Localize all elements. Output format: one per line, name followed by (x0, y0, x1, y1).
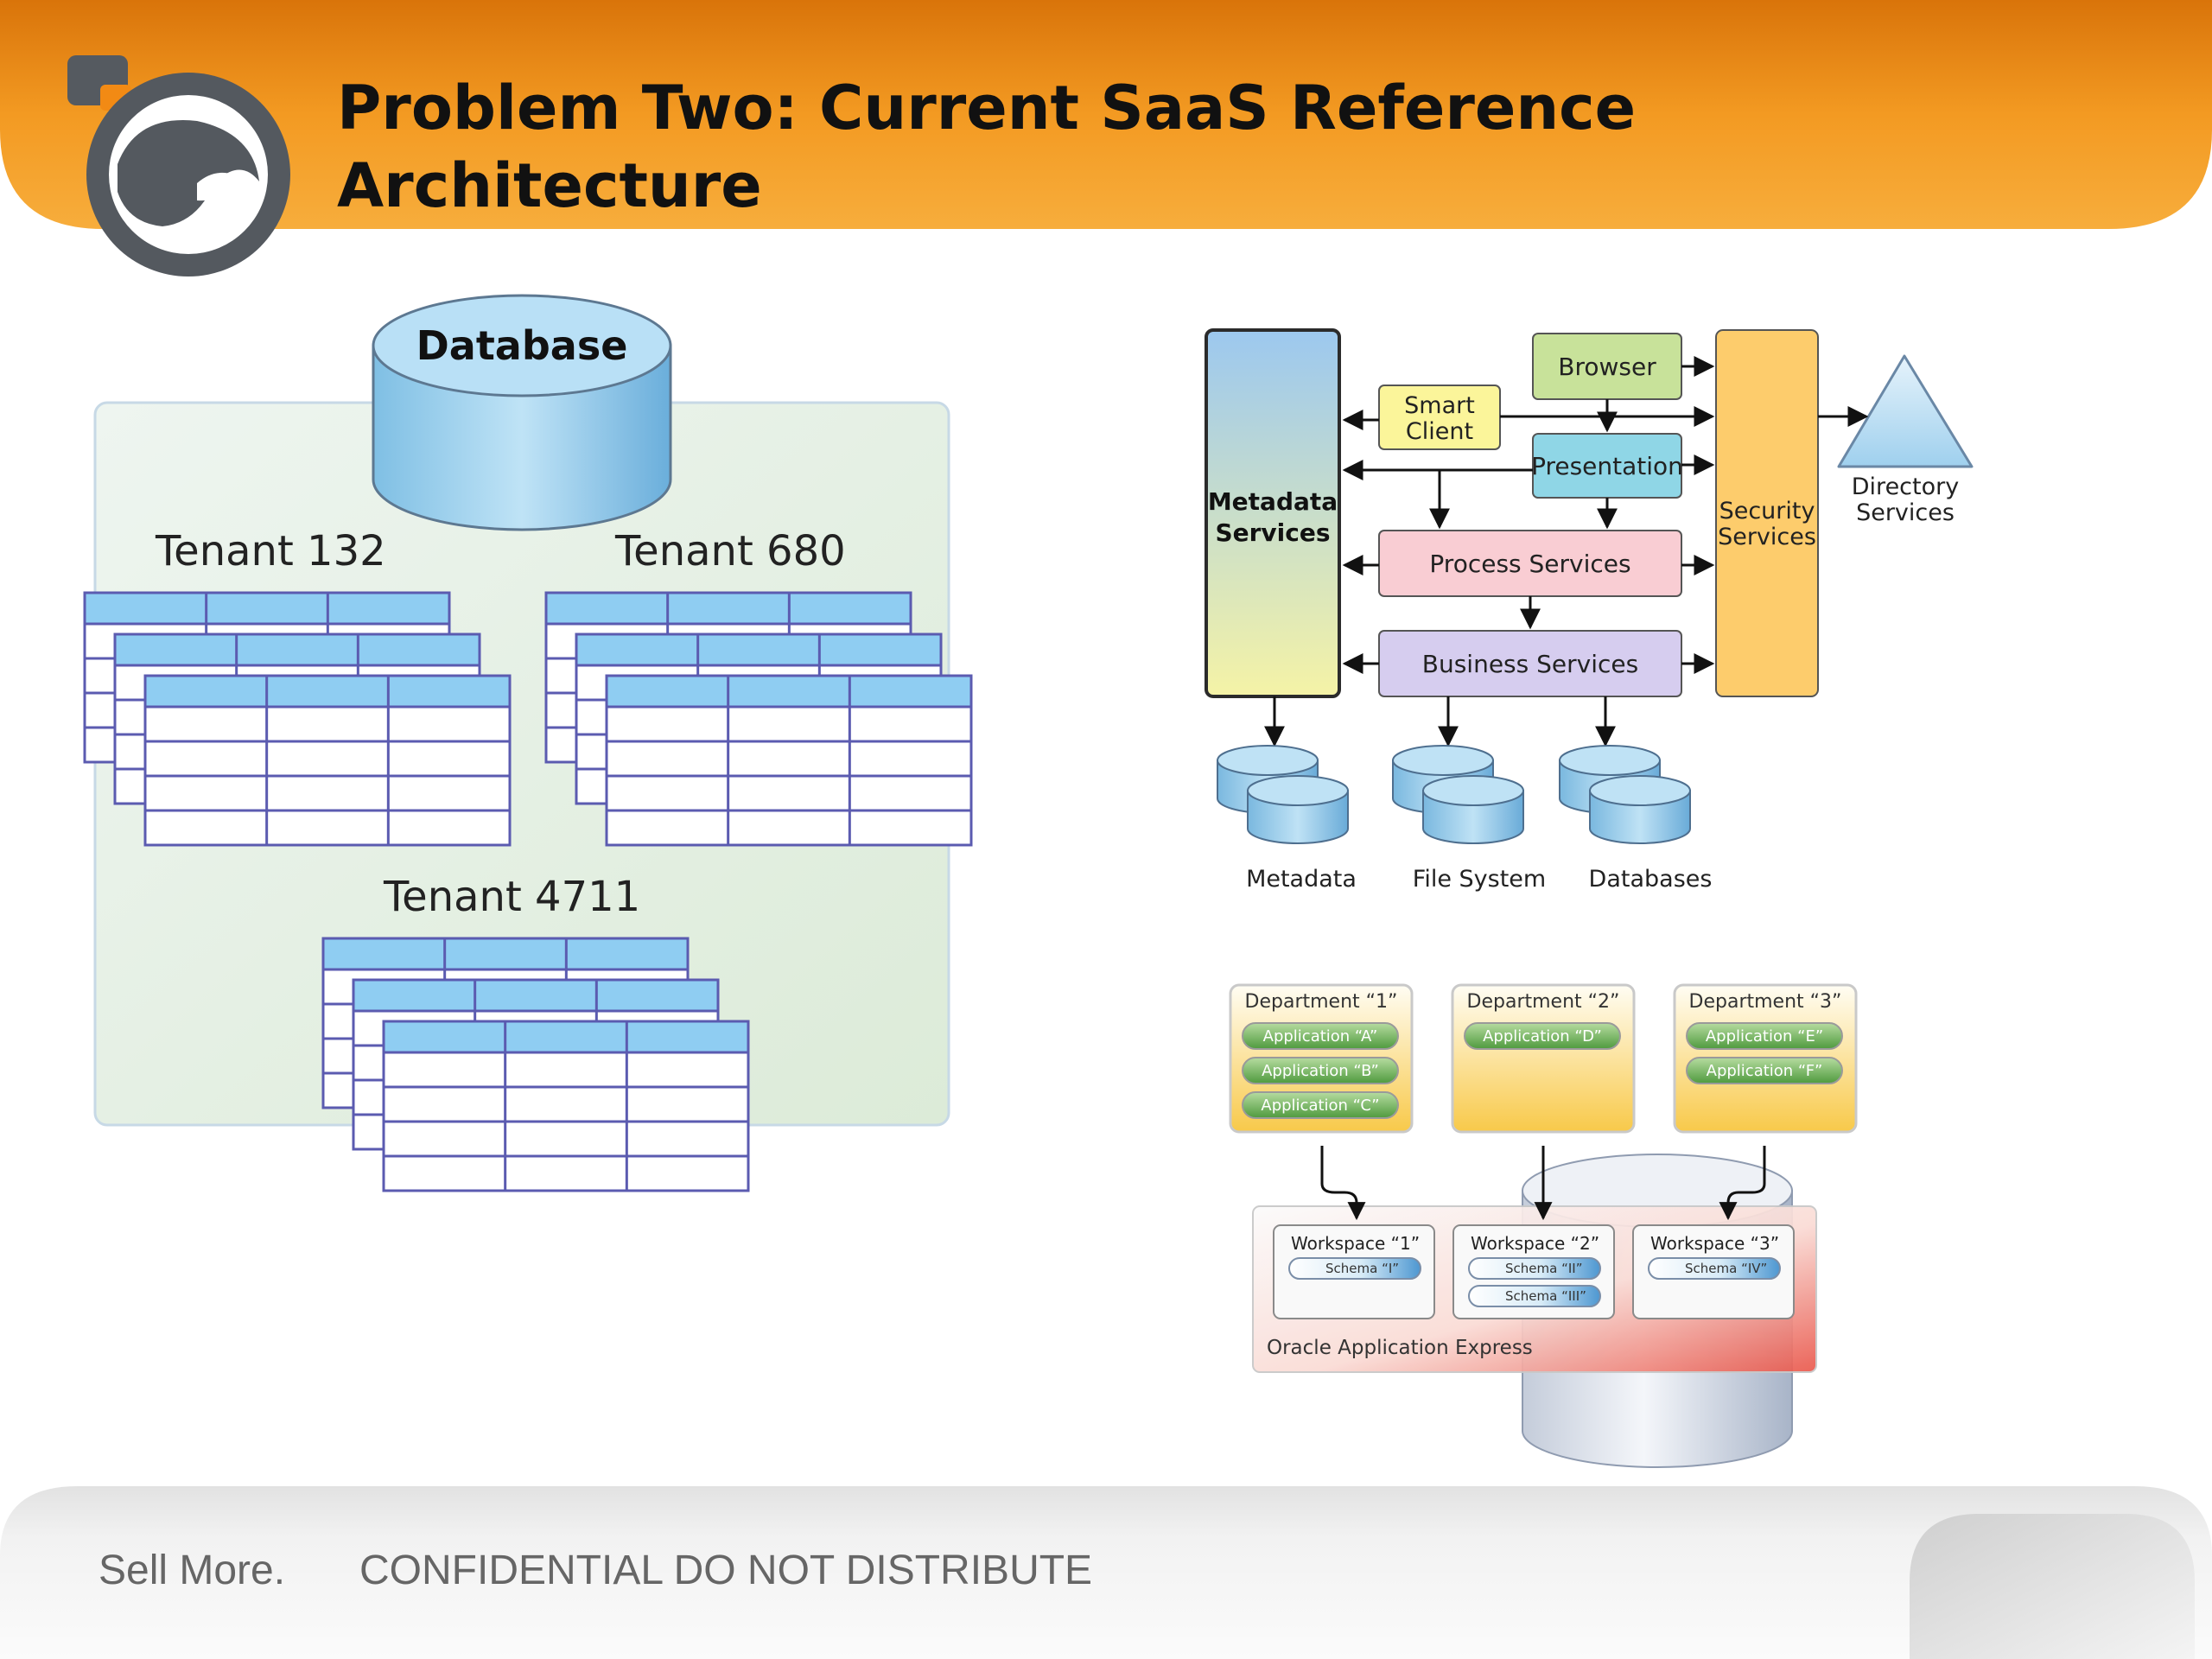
security-services-box: Security Services (1715, 329, 1819, 697)
department-box: Department “3” Application “E” Application… (1673, 983, 1858, 1134)
slide-title: Problem Two: Current SaaS Reference Arch… (337, 69, 1636, 225)
schema-pill: Schema “I” (1325, 1261, 1399, 1276)
metadata-services-box: Metadata Services (1205, 328, 1341, 698)
application-pill: Application “B” (1262, 1062, 1379, 1080)
smart-client-box: Smart Client (1378, 385, 1501, 450)
smart-client-label-1: Smart (1404, 392, 1475, 419)
workspace-box: Workspace “1” Schema “I” (1273, 1224, 1435, 1319)
footer-tagline: Sell More. (99, 1548, 286, 1593)
apex-platform-label: Oracle Application Express (1267, 1337, 1533, 1359)
store-files-label: File System (1413, 866, 1546, 893)
security-services-label-2: Services (1718, 524, 1816, 550)
department-title: Department “1” (1245, 991, 1398, 1013)
application-pill: Application “F” (1707, 1062, 1823, 1080)
slide-title-line1: Problem Two: Current SaaS Reference (337, 73, 1637, 143)
company-logo (67, 55, 290, 276)
saas-architecture-diagram: Metadata Services Smart Client Browser P… (1205, 328, 1974, 893)
application-pill: Application “A” (1263, 1027, 1378, 1046)
application-pill: Application “D” (1483, 1027, 1602, 1046)
metadata-services-label-2: Services (1215, 518, 1330, 547)
store-metadata-label: Metadata (1246, 866, 1357, 893)
workspace-box: Workspace “3” Schema “IV” (1632, 1224, 1795, 1319)
department-title: Department “3” (1689, 991, 1842, 1013)
footer-confidential: CONFIDENTIAL DO NOT DISTRIBUTE (359, 1548, 1093, 1593)
directory-services-label-1: Directory (1852, 474, 1959, 500)
store-files-cylinders (1392, 745, 1524, 844)
tenant-a-tables (83, 591, 512, 847)
presentation-box: Presentation (1531, 433, 1683, 499)
store-databases-label: Databases (1589, 866, 1713, 893)
workspace-box: Workspace “2” Schema “II” Schema “III” (1452, 1224, 1615, 1319)
tenant-a-label: Tenant 132 (155, 527, 386, 575)
database-label: Database (416, 322, 628, 369)
smart-client-label-2: Client (1406, 418, 1473, 445)
directory-services-label-2: Services (1856, 499, 1955, 526)
apex-connectors (1320, 1146, 1766, 1221)
business-services-box: Business Services (1378, 630, 1682, 697)
application-pill: Application “C” (1261, 1096, 1379, 1115)
schema-pill: Schema “IV” (1685, 1261, 1767, 1276)
schema-pill: Schema “III” (1505, 1288, 1586, 1304)
slide-header-banner (0, 0, 2212, 229)
application-pill: Application “E” (1706, 1027, 1823, 1046)
database-cylinder: Database (372, 294, 672, 531)
tenant-table (605, 674, 973, 847)
tenant-table (382, 1020, 750, 1192)
store-metadata-cylinders (1217, 745, 1349, 844)
process-services-box: Process Services (1378, 530, 1682, 597)
slide-title-line2: Architecture (337, 150, 762, 221)
workspace-title: Workspace “3” (1650, 1233, 1779, 1254)
workspace-title: Workspace “2” (1471, 1233, 1599, 1254)
browser-box: Browser (1532, 333, 1682, 400)
browser-label: Browser (1558, 353, 1656, 381)
presentation-label: Presentation (1531, 452, 1683, 480)
department-title: Department “2” (1467, 991, 1620, 1013)
slide-footer (0, 1486, 2212, 1659)
multi-tenant-diagram: Database Tenant 132 Tenant 680 Tenant 47… (83, 294, 973, 1192)
apex-workspace-diagram: Oracle Application Express Department “1… (1229, 983, 1858, 1468)
tenant-b-label: Tenant 680 (614, 527, 846, 575)
tenant-b-tables (544, 591, 973, 847)
tenant-c-tables (321, 937, 750, 1192)
department-box: Department “2” Application “D” (1451, 983, 1636, 1134)
business-services-label: Business Services (1422, 650, 1638, 678)
architecture-connectors (1264, 356, 1869, 747)
process-services-label: Process Services (1429, 550, 1630, 578)
directory-services-triangle: Directory Services (1837, 354, 1974, 526)
metadata-services-label-1: Metadata (1208, 487, 1338, 516)
workspace-title: Workspace “1” (1291, 1233, 1420, 1254)
schema-pill: Schema “II” (1505, 1261, 1582, 1276)
department-box: Department “1” Application “A” Application… (1229, 983, 1414, 1134)
tenant-table (143, 674, 512, 847)
security-services-label-1: Security (1719, 498, 1815, 524)
tenant-c-label: Tenant 4711 (383, 873, 640, 921)
store-databases-cylinders (1559, 745, 1691, 844)
